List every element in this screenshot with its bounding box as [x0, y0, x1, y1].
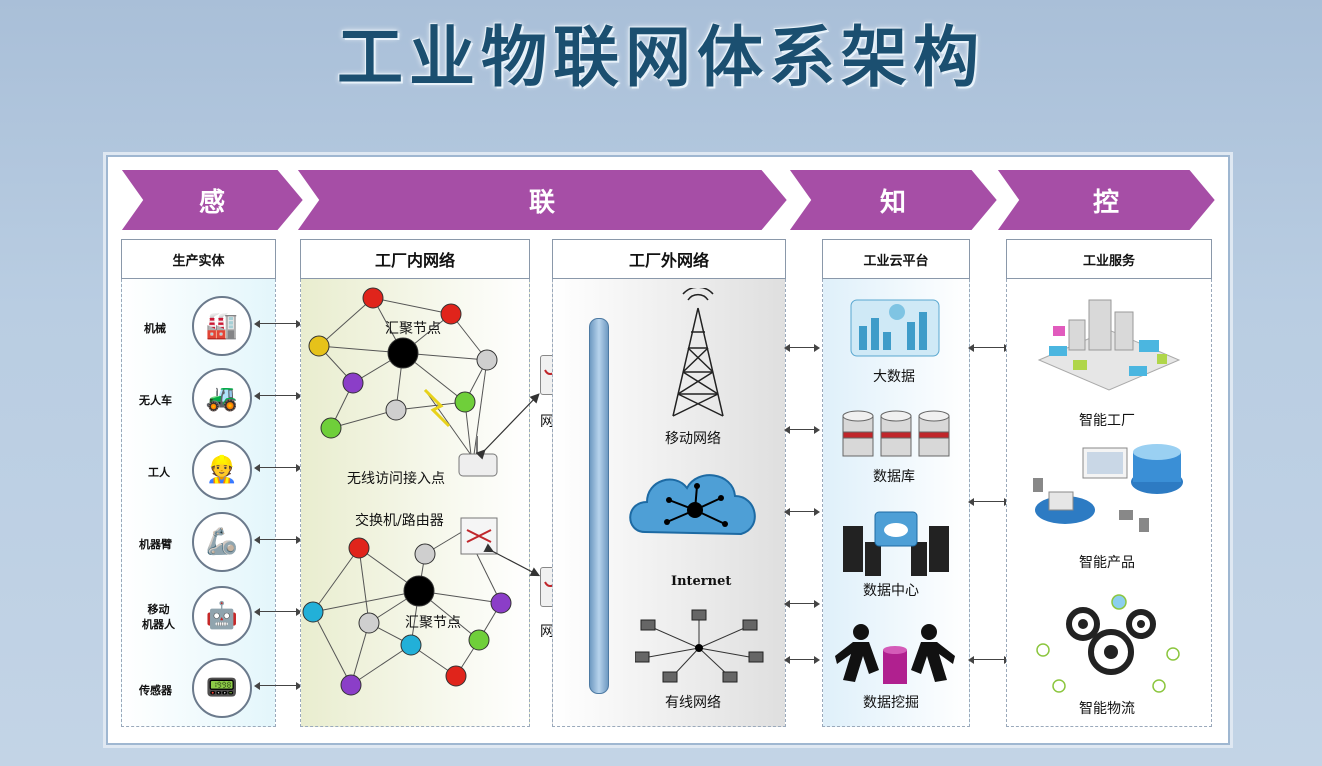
cloud-item-label: 数据中心	[863, 580, 919, 600]
entity-label: 机器臂	[139, 536, 172, 552]
architecture-panel: 感 联 知 控 生产实体 机械 🏭 无人车 🚜 工人 👷 机器臂 🦾 移动 机器…	[103, 152, 1233, 748]
link-arrow	[260, 395, 296, 396]
phase-label: 控	[996, 169, 1216, 231]
phase-sense: 感	[120, 169, 304, 231]
entity-label: 无人车	[139, 392, 172, 408]
wireless-ap-label: 无线访问接入点	[347, 468, 445, 488]
database-icon	[839, 408, 955, 464]
smart-product-icon	[1029, 438, 1189, 548]
link-arrow	[260, 611, 296, 612]
cell-tower-icon	[663, 288, 733, 418]
link-arrow	[974, 659, 1004, 660]
link-arrow	[260, 323, 296, 324]
phase-label: 联	[296, 169, 788, 231]
column-header: 工业云平台	[822, 239, 970, 279]
data-mining-icon	[835, 620, 955, 690]
link-arrow	[260, 685, 296, 686]
phase-label: 感	[120, 169, 304, 231]
wired-network-icon	[635, 608, 765, 688]
smart-factory-icon	[1029, 290, 1189, 400]
link-arrow	[790, 603, 814, 604]
internet-cloud-icon	[625, 462, 765, 562]
column-industrial-services: 工业服务 智能工厂 智能产品	[1006, 239, 1212, 727]
hub-label-top: 汇聚节点	[385, 318, 441, 338]
phase-know: 知	[788, 169, 998, 231]
mobile-robot-icon: 🤖	[192, 586, 252, 646]
loader-vehicle-icon: 🚜	[192, 368, 252, 428]
column-header: 工业服务	[1006, 239, 1212, 279]
column-cloud-platform: 工业云平台 大数据 数据库 数据中心 数据挖掘	[822, 239, 970, 727]
wired-network-label: 有线网络	[665, 692, 721, 712]
link-arrow	[790, 347, 814, 348]
column-header: 生产实体	[121, 239, 276, 279]
link-arrow	[260, 467, 296, 468]
cloud-item-label: 大数据	[873, 366, 915, 386]
hub-label-bottom: 汇聚节点	[405, 612, 461, 632]
cloud-item-label: 数据挖掘	[863, 692, 919, 712]
phase-control: 控	[996, 169, 1216, 231]
link-arrow	[260, 539, 296, 540]
sensor-icon: 📟	[192, 658, 252, 718]
internet-label: Internet	[671, 574, 731, 589]
service-item-label: 智能产品	[1079, 552, 1135, 572]
mobile-network-label: 移动网络	[665, 428, 721, 448]
backbone-pipe	[589, 318, 609, 694]
entity-label: 传感器	[139, 682, 172, 698]
switch-router-label: 交换机/路由器	[355, 510, 444, 530]
big-data-icon	[847, 292, 943, 362]
entity-label: 移动 机器人	[142, 602, 175, 632]
page-title: 工业物联网体系架构	[0, 4, 1322, 100]
column-entities: 生产实体 机械 🏭 无人车 🚜 工人 👷 机器臂 🦾 移动 机器人 🤖 传感器 …	[121, 239, 276, 727]
column-header: 工厂外网络	[552, 239, 786, 279]
link-arrow	[974, 347, 1004, 348]
entity-label: 工人	[148, 464, 170, 480]
link-arrow	[790, 659, 814, 660]
cloud-item-label: 数据库	[873, 466, 915, 486]
link-arrow	[790, 511, 814, 512]
gateway-links	[472, 381, 592, 581]
phase-connect: 联	[296, 169, 788, 231]
entity-label: 机械	[144, 320, 166, 336]
machine-icon: 🏭	[192, 296, 252, 356]
robot-arm-icon: 🦾	[192, 512, 252, 572]
smart-logistics-icon	[1023, 590, 1193, 700]
link-arrow	[790, 429, 814, 430]
service-item-label: 智能物流	[1079, 698, 1135, 718]
worker-icon: 👷	[192, 440, 252, 500]
service-item-label: 智能工厂	[1079, 410, 1135, 430]
data-center-icon	[841, 508, 951, 578]
phase-label: 知	[788, 169, 998, 231]
link-arrow	[974, 501, 1004, 502]
